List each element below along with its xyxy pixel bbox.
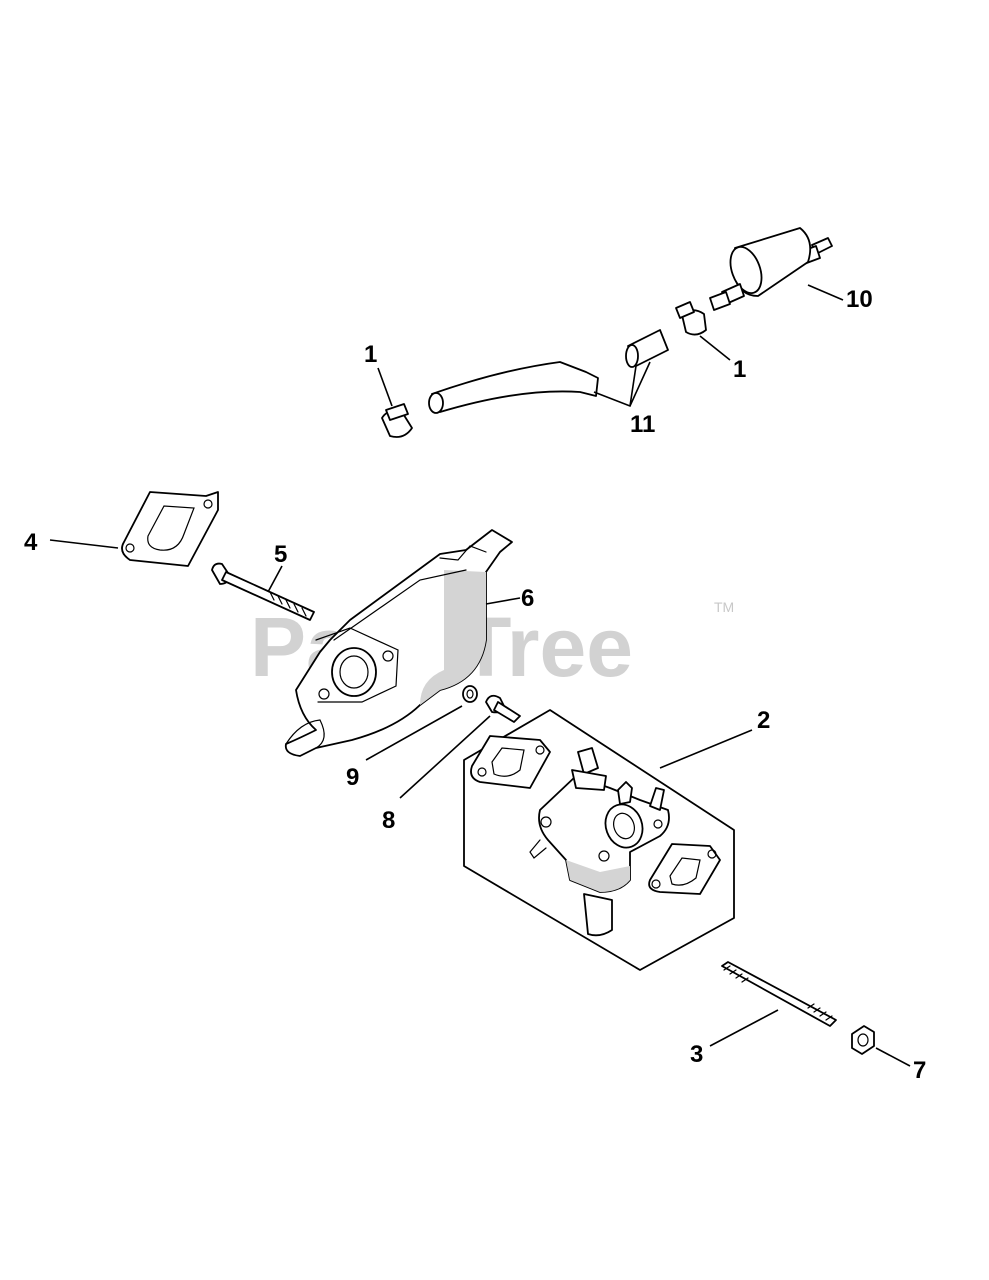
leader-3 (709, 1009, 779, 1047)
callout-4: 4 (24, 529, 38, 556)
leader-8 (399, 715, 491, 799)
leader-2 (659, 729, 753, 769)
leader-1b (699, 335, 731, 361)
callout-11: 11 (630, 411, 655, 438)
leader-11 (593, 361, 651, 408)
leader-4 (49, 539, 119, 549)
leader-10 (807, 284, 844, 301)
hose-clamp-part-1-right[interactable] (675, 301, 707, 336)
fuel-line-part-11[interactable] (428, 329, 669, 414)
leader-1a (377, 367, 393, 407)
callout-1b: 1 (733, 356, 746, 383)
leader-11b (629, 365, 637, 407)
hose-clamp-part-1-left[interactable] (381, 403, 413, 438)
leader-5 (267, 565, 283, 593)
callout-2: 2 (757, 707, 770, 734)
callout-1a: 1 (364, 341, 377, 368)
leader-7 (875, 1047, 911, 1067)
nut-part-7[interactable] (851, 1025, 875, 1055)
callout-10: 10 (846, 286, 873, 313)
leader-6 (485, 597, 521, 605)
leader-9 (365, 705, 463, 761)
callout-3: 3 (690, 1041, 703, 1068)
carburetor-kit-part-2[interactable] (463, 709, 735, 971)
callout-7: 7 (913, 1057, 926, 1084)
watermark-trademark: TM (714, 599, 734, 615)
heat-shield-part-6[interactable] (284, 529, 513, 757)
bolt-part-8[interactable] (485, 694, 521, 723)
gasket-part-4[interactable] (121, 491, 219, 567)
washer-part-9[interactable] (462, 685, 478, 703)
callout-5: 5 (274, 541, 287, 568)
callout-8: 8 (382, 807, 395, 834)
callout-9: 9 (346, 764, 359, 791)
stud-part-3[interactable] (721, 961, 837, 1027)
callout-6: 6 (521, 585, 534, 612)
screw-part-5[interactable] (211, 562, 315, 621)
fuel-filter-part-10[interactable] (709, 227, 833, 311)
